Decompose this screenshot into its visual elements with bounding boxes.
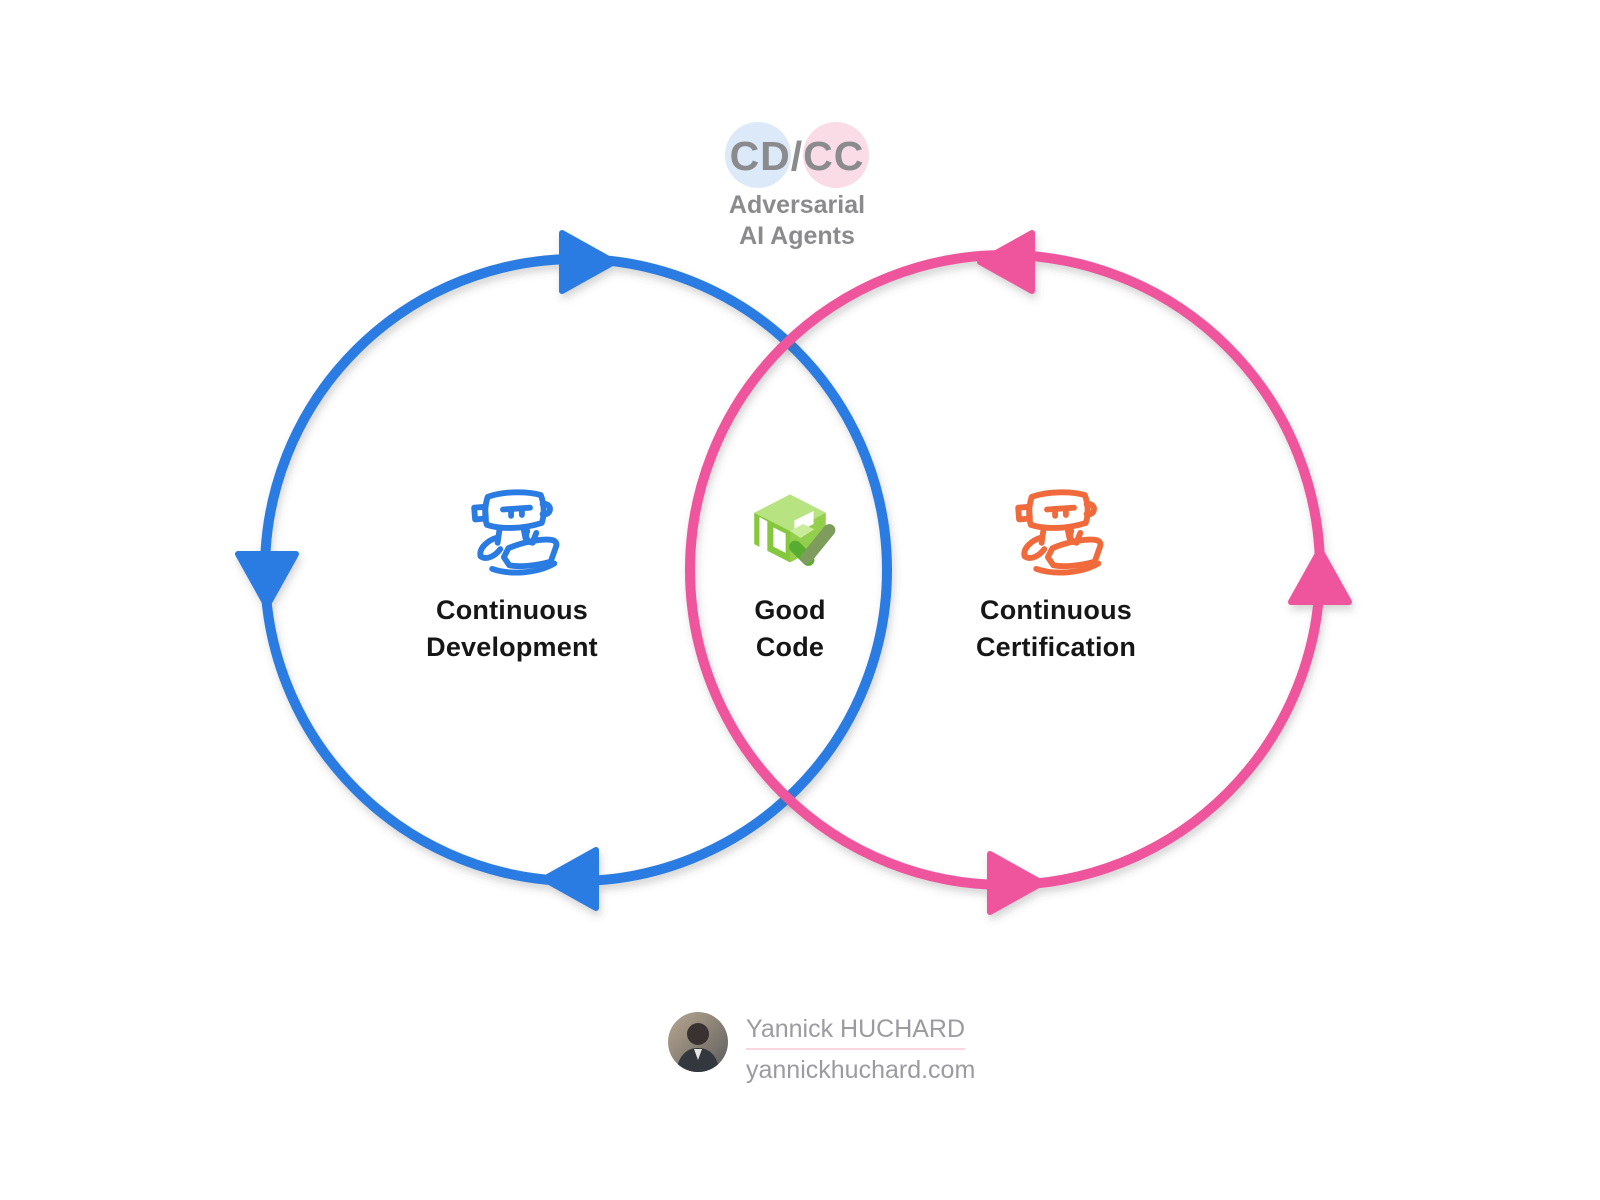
right-circle-arrow-right-up — [1288, 547, 1352, 605]
right-circle-arrow-bottom-right — [987, 851, 1045, 915]
avatar — [668, 1012, 728, 1072]
logo-pink-dot — [803, 122, 869, 188]
author-website: yannickhuchard.com — [746, 1056, 976, 1084]
right-label-line2: Certification — [975, 632, 1137, 662]
logo-block: CD/CC Adversarial AI Agents — [702, 122, 892, 252]
left-label-line2: Development — [426, 632, 598, 662]
robot-laptop-icon — [1002, 478, 1110, 586]
left-circle-arrow-bottom-left — [541, 847, 599, 911]
node-continuous-certification: Continuous Certification — [906, 478, 1206, 666]
center-label-line1: Good — [754, 595, 826, 625]
author-name: Yannick HUCHARD — [746, 1015, 966, 1050]
author-block: Yannick HUCHARD yannickhuchard.com — [668, 1012, 975, 1085]
logo-title: CD/CC — [729, 133, 865, 179]
package-check-icon — [742, 490, 838, 586]
right-circle-arrow-top-left — [977, 230, 1035, 294]
node-continuous-development: Continuous Development — [362, 478, 662, 666]
center-label-line2: Code — [755, 632, 825, 662]
logo-subtitle-line2: AI Agents — [739, 222, 855, 250]
logo-subtitle-line1: Adversarial — [728, 191, 866, 219]
right-label-line1: Continuous — [980, 595, 1132, 625]
left-circle-arrow-top-right — [559, 230, 617, 294]
left-circle-arrow-left-down — [235, 551, 299, 609]
left-label-line1: Continuous — [436, 595, 588, 625]
node-good-code: Good Code — [700, 490, 880, 666]
robot-laptop-icon — [458, 478, 566, 586]
logo-blue-dot — [725, 122, 791, 188]
